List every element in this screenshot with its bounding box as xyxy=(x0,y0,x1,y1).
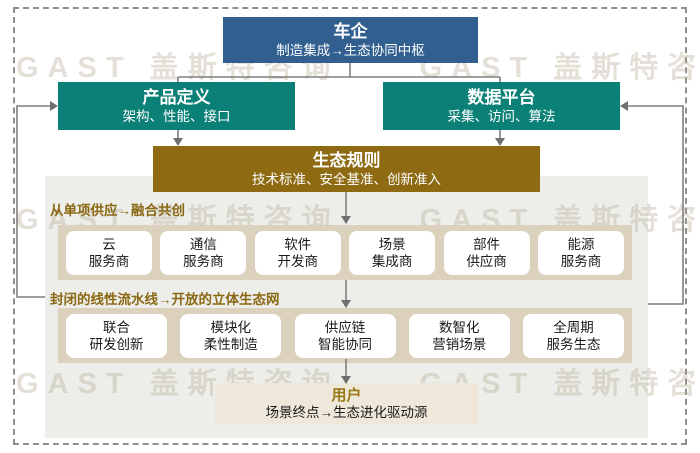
suppliers-section-label: 从单项供应→融合共创 xyxy=(50,203,185,218)
chip-label: 集成商 xyxy=(371,253,413,269)
supplier-chip: 部件 供应商 xyxy=(443,230,530,275)
chip-label: 供应商 xyxy=(466,253,507,269)
network-section-label: 封闭的线性流水线→开放的立体生态网 xyxy=(50,292,280,307)
node-data-platform-title: 数据平台 xyxy=(467,87,536,107)
chip-label: 研发创新 xyxy=(89,336,144,352)
node-oem: 车企 制造集成→生态协同中枢 xyxy=(223,17,478,63)
dashed-outer-border xyxy=(13,7,687,445)
network-chip: 供应链 智能协同 xyxy=(294,313,396,358)
node-rules-title: 生态规则 xyxy=(312,150,381,170)
node-rules-subtitle: 技术标准、安全基准、创新准入 xyxy=(252,171,441,187)
chip-label: 场景 xyxy=(378,236,406,252)
supplier-chip: 场景 集成商 xyxy=(349,230,436,275)
node-data-platform-subtitle: 采集、访问、算法 xyxy=(447,108,556,124)
chip-label: 联合 xyxy=(103,319,130,335)
chip-label: 智能协同 xyxy=(318,336,372,352)
chip-label: 供应链 xyxy=(324,319,366,335)
node-user-subtitle: 场景终点→生态进化驱动源 xyxy=(265,404,428,420)
suppliers-row-panel: 云 服务商 通信 服务商 软件 开发商 场景 集成商 部件 供应商 能源 服务商 xyxy=(58,225,632,280)
chip-label: 服务商 xyxy=(88,253,130,269)
chip-label: 柔性制造 xyxy=(203,336,258,352)
node-user: 用户 场景终点→生态进化驱动源 xyxy=(215,383,478,424)
node-oem-subtitle: 制造集成→生态协同中枢 xyxy=(276,42,425,58)
chip-label: 云 xyxy=(102,236,116,252)
network-row-panel: 联合 研发创新 模块化 柔性制造 供应链 智能协同 数智化 营销场景 全周期 服… xyxy=(58,308,632,363)
chip-label: 全周期 xyxy=(553,319,594,335)
network-chip: 联合 研发创新 xyxy=(66,313,167,358)
chip-label: 服务商 xyxy=(560,253,602,269)
chip-label: 数智化 xyxy=(439,319,480,335)
node-product-definition: 产品定义 架构、性能、接口 xyxy=(58,82,295,130)
network-chip: 数智化 营销场景 xyxy=(408,313,510,358)
network-chip: 全周期 服务生态 xyxy=(523,313,624,358)
node-product-subtitle: 架构、性能、接口 xyxy=(122,108,231,124)
chip-label: 部件 xyxy=(473,236,501,252)
network-chip: 模块化 柔性制造 xyxy=(180,313,282,358)
chip-label: 开发商 xyxy=(277,253,319,269)
node-ecosystem-rules: 生态规则 技术标准、安全基准、创新准入 xyxy=(153,146,540,192)
supplier-chip: 云 服务商 xyxy=(66,230,152,275)
chip-label: 模块化 xyxy=(210,319,252,335)
supplier-chip: 通信 服务商 xyxy=(160,230,247,275)
chip-label: 服务生态 xyxy=(546,336,601,352)
node-product-title: 产品定义 xyxy=(142,87,211,107)
chip-label: 软件 xyxy=(284,236,312,252)
chip-label: 能源 xyxy=(567,236,595,252)
chip-label: 服务商 xyxy=(183,253,224,269)
node-oem-title: 车企 xyxy=(333,21,368,41)
node-data-platform: 数据平台 采集、访问、算法 xyxy=(383,82,620,130)
supplier-chip: 能源 服务商 xyxy=(537,230,624,275)
node-user-title: 用户 xyxy=(331,386,362,404)
supplier-chip: 软件 开发商 xyxy=(254,230,341,275)
chip-label: 营销场景 xyxy=(432,336,487,352)
chip-label: 通信 xyxy=(189,236,217,252)
